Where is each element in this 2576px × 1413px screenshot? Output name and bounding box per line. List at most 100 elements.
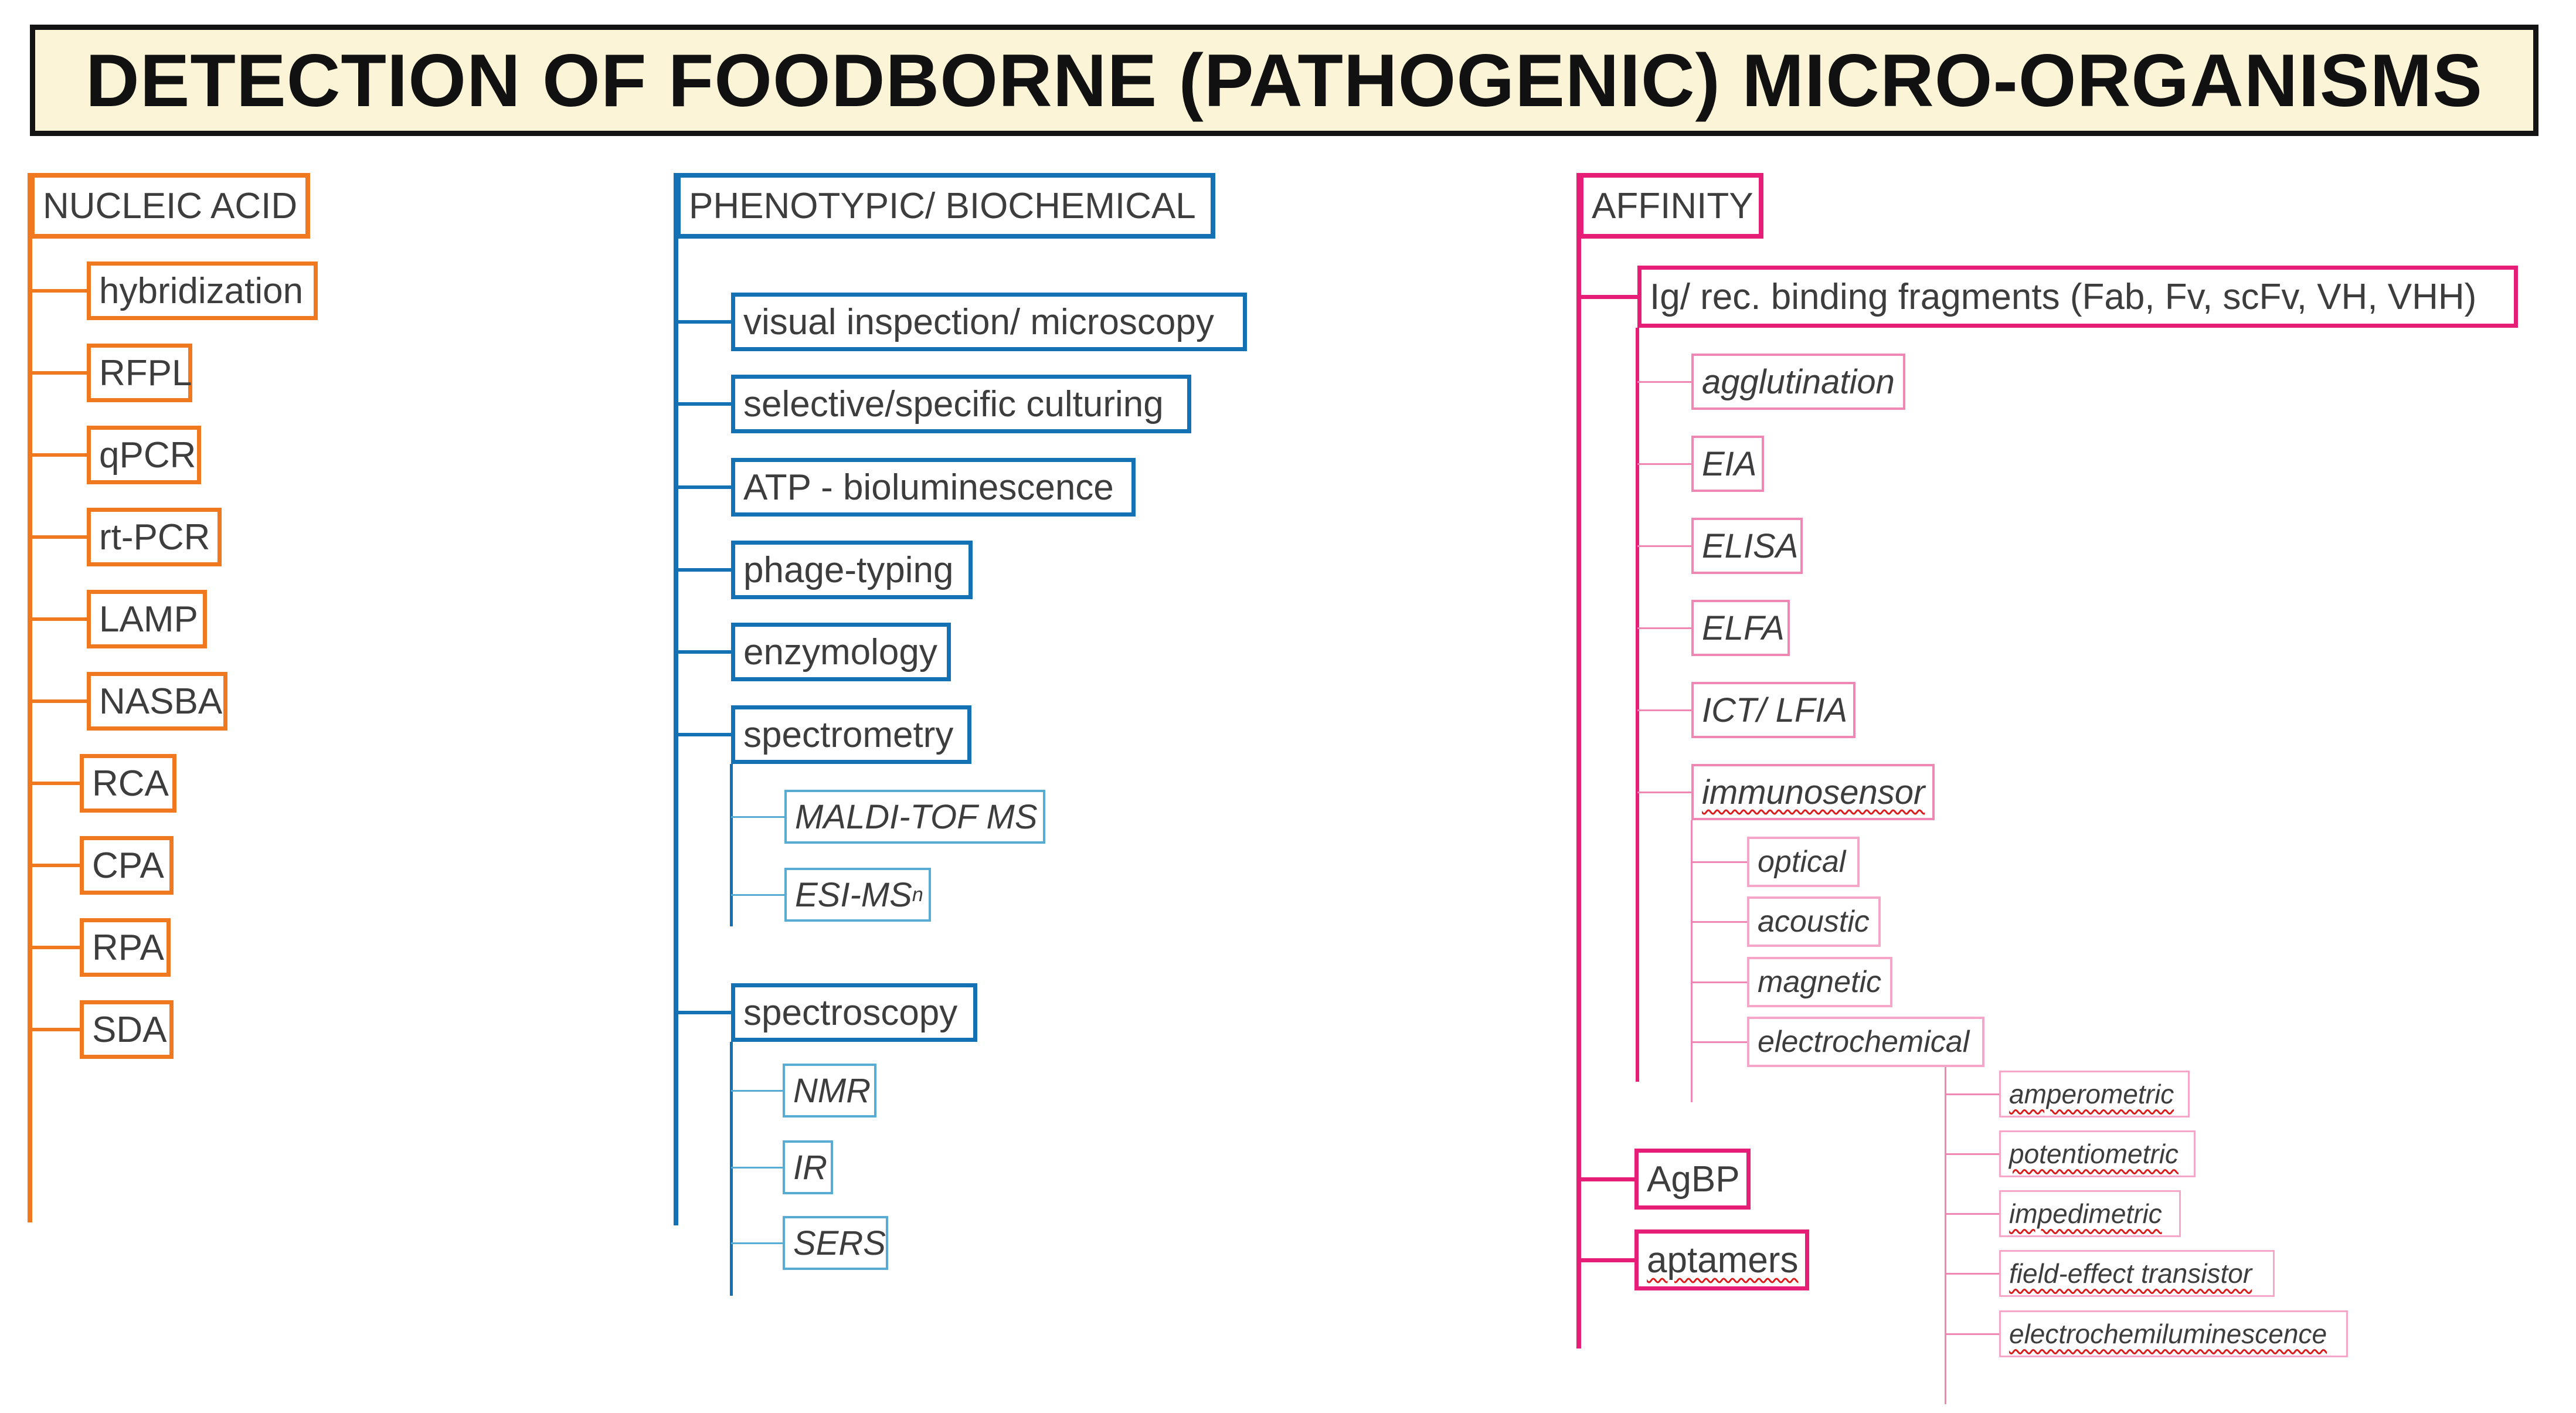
spectrometry-maldi-tof-ms-label: MALDI-TOF MS <box>795 797 1038 836</box>
nucleic-acid-method-cpa: CPA <box>80 836 174 895</box>
phenotypic-method-atp-bioluminescence: ATP - bioluminescence <box>731 458 1136 517</box>
spectroscopy-sers: SERS <box>783 1216 888 1270</box>
nucleic-acid-method-sda: SDA <box>80 1000 174 1059</box>
electrochemical-field-effect-transistor: field-effect transistor <box>1999 1250 2275 1297</box>
spectroscopy-trunk <box>729 1042 733 1296</box>
diagram-title-banner: DETECTION OF FOODBORNE (PATHOGENIC) MICR… <box>30 25 2538 136</box>
immunosensor-connector <box>1691 921 1747 923</box>
nucleic-acid-connector <box>30 617 87 621</box>
electrochemical-electrochemiluminescence: electrochemiluminescence <box>1999 1310 2348 1357</box>
agbp-box: AgBP <box>1634 1149 1751 1210</box>
nucleic-acid-connector <box>30 946 80 949</box>
immunosensor-acoustic-label: acoustic <box>1758 905 1870 939</box>
nucleic-acid-connector <box>30 453 87 457</box>
electrochemical-impedimetric: impedimetric <box>1999 1190 2181 1237</box>
nucleic-acid-method-qpcr: qPCR <box>87 426 201 484</box>
assay-ict-lfia: ICT/ LFIA <box>1691 682 1855 738</box>
electrochemical-amperometric: amperometric <box>1999 1071 2190 1118</box>
nucleic-acid-connector <box>30 535 87 539</box>
electrochemical-connector <box>1945 1153 1999 1155</box>
nucleic-acid-connector <box>30 699 87 703</box>
phenotypic-method-selective-specific-culturing-label: selective/specific culturing <box>743 383 1164 424</box>
immunosensor-trunk <box>1690 820 1693 1102</box>
nucleic-acid-method-lamp-label: LAMP <box>99 599 198 640</box>
immunosensor-electrochemical: electrochemical <box>1747 1017 1984 1067</box>
spectrometry-connector <box>731 816 784 818</box>
agbp-box-label: AgBP <box>1647 1159 1740 1200</box>
assay-elfa: ELFA <box>1691 600 1790 656</box>
assay-agglutination: agglutination <box>1691 354 1905 410</box>
ig-connector <box>1637 709 1691 711</box>
nucleic-acid-method-hybridization-label: hybridization <box>99 270 304 311</box>
affinity-connector <box>1579 294 1637 299</box>
immunosensor-magnetic: magnetic <box>1747 957 1892 1007</box>
assay-elfa-label: ELFA <box>1702 609 1785 647</box>
spectrometry-trunk <box>729 764 733 926</box>
ig-connector <box>1637 463 1691 465</box>
spectroscopy-connector <box>731 1166 783 1169</box>
spectroscopy-connector <box>731 1242 783 1244</box>
electrochemical-trunk <box>1944 1067 1946 1404</box>
phenotypic-connector <box>676 650 731 654</box>
immunosensor-box: immunosensor <box>1691 764 1935 820</box>
nucleic-acid-method-hybridization: hybridization <box>87 261 318 320</box>
diagram-title: DETECTION OF FOODBORNE (PATHOGENIC) MICR… <box>85 39 2483 122</box>
nucleic-acid-method-rpa-label: RPA <box>92 927 164 968</box>
nucleic-acid-connector <box>30 371 87 375</box>
phenotypic-connector <box>676 568 731 572</box>
ig-connector <box>1637 545 1691 547</box>
nucleic-acid-trunk <box>28 173 32 1222</box>
ig-connector <box>1637 791 1691 793</box>
assay-elisa-label: ELISA <box>1702 527 1799 565</box>
phenotypic-connector <box>676 320 731 324</box>
nucleic-acid-method-nasba-label: NASBA <box>99 681 223 722</box>
nucleic-acid-connector <box>30 289 87 293</box>
nucleic-acid-method-lamp: LAMP <box>87 590 207 648</box>
nucleic-acid-connector <box>30 1028 80 1031</box>
electrochemical-connector <box>1945 1093 1999 1095</box>
assay-agglutination-label: agglutination <box>1702 362 1895 401</box>
assay-ict-lfia-label: ICT/ LFIA <box>1702 691 1848 729</box>
immunosensor-connector <box>1691 861 1747 863</box>
ig-fragments-box-label: Ig/ rec. binding fragments (Fab, Fv, scF… <box>1650 276 2477 317</box>
affinity-header: AFFINITY <box>1579 173 1763 239</box>
nucleic-acid-method-cpa-label: CPA <box>92 845 164 886</box>
spectrometry-connector <box>731 894 784 896</box>
ig-connector <box>1637 381 1691 383</box>
spectroscopy-ir-label: IR <box>793 1148 827 1187</box>
esi-ms-superscript: n <box>912 883 923 906</box>
affinity-trunk <box>1576 173 1581 1349</box>
spectroscopy-box-label: spectroscopy <box>743 992 958 1033</box>
assay-elisa: ELISA <box>1691 518 1803 574</box>
immunosensor-acoustic: acoustic <box>1747 896 1881 947</box>
nucleic-acid-method-rt-pcr-label: rt-PCR <box>99 517 210 558</box>
phenotypic-method-visual-inspection-microscopy: visual inspection/ microscopy <box>731 293 1247 351</box>
spectrometry-esi-ms-label: ESI-MS <box>795 875 912 914</box>
immunosensor-connector <box>1691 1041 1747 1043</box>
phenotypic-method-phage-typing: phage-typing <box>731 541 973 599</box>
nucleic-acid-method-rca-label: RCA <box>92 763 169 804</box>
spectroscopy-box: spectroscopy <box>731 983 977 1042</box>
nucleic-acid-method-rca: RCA <box>80 754 176 813</box>
phenotypic-method-selective-specific-culturing: selective/specific culturing <box>731 375 1191 433</box>
phenotypic-connector <box>676 485 731 489</box>
ig-fragments-box: Ig/ rec. binding fragments (Fab, Fv, scF… <box>1637 266 2518 328</box>
spectroscopy-nmr-label: NMR <box>793 1071 871 1110</box>
phenotypic-header-label: PHENOTYPIC/ BIOCHEMICAL <box>689 185 1196 226</box>
phenotypic-header: PHENOTYPIC/ BIOCHEMICAL <box>676 173 1215 239</box>
electrochemical-amperometric-label: amperometric <box>2009 1079 2174 1109</box>
phenotypic-method-visual-inspection-microscopy-label: visual inspection/ microscopy <box>743 301 1214 342</box>
phenotypic-method-atp-bioluminescence-label: ATP - bioluminescence <box>743 467 1114 508</box>
ig-trunk <box>1636 328 1639 1082</box>
ig-connector <box>1637 627 1691 629</box>
immunosensor-optical: optical <box>1747 837 1860 887</box>
spectrometry-maldi-tof-ms: MALDI-TOF MS <box>784 790 1045 844</box>
immunosensor-magnetic-label: magnetic <box>1758 965 1881 999</box>
nucleic-acid-connector <box>30 864 80 867</box>
affinity-connector <box>1579 1258 1634 1262</box>
nucleic-acid-header: NUCLEIC ACID <box>30 173 310 239</box>
nucleic-acid-method-rt-pcr: rt-PCR <box>87 508 222 566</box>
nucleic-acid-method-rfpl-label: RFPL <box>99 352 192 393</box>
